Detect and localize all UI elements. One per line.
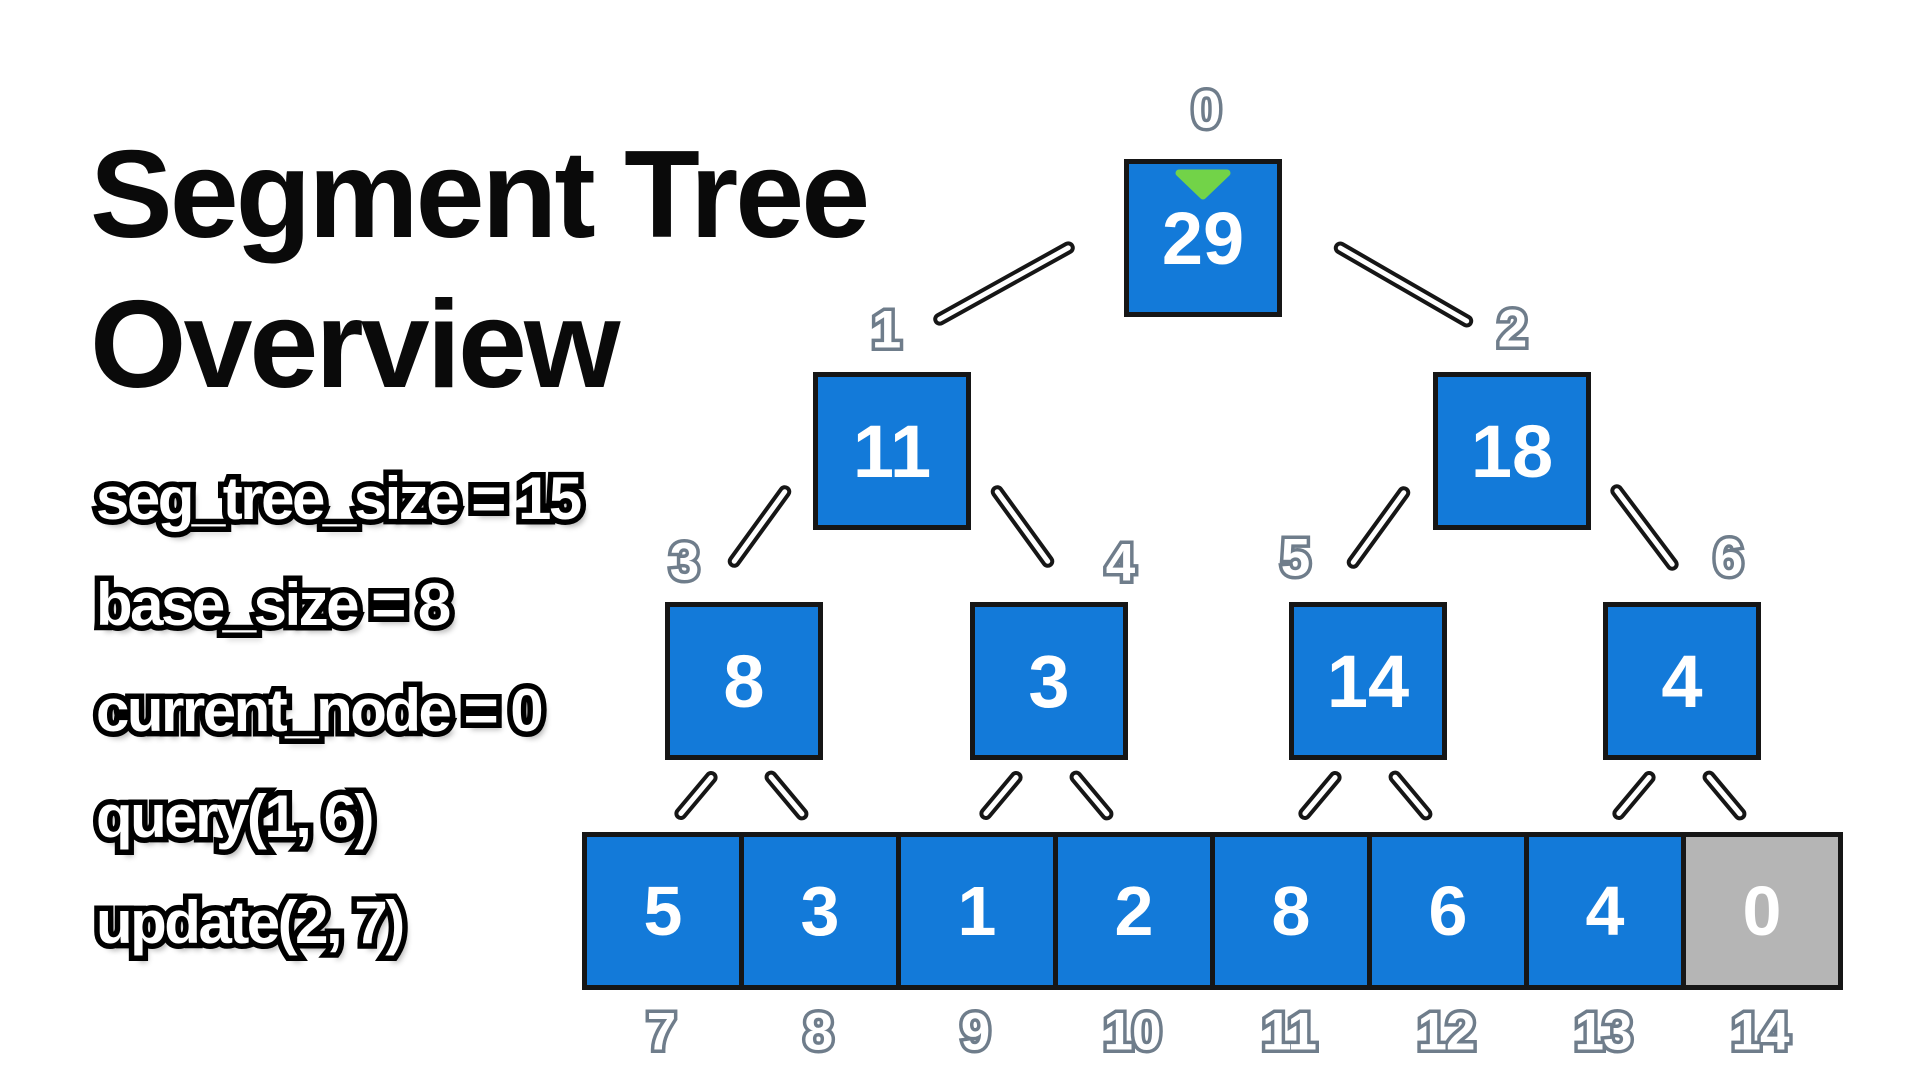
tree-edge-node3-right <box>761 767 812 824</box>
tree-node-value: 4 <box>1661 639 1703 723</box>
leaf-cell-13: 4 <box>1524 832 1686 990</box>
leaf-cell-11: 8 <box>1210 832 1372 990</box>
leaf-index-label-12: 12 <box>1418 1006 1476 1059</box>
tree-edge-root-right <box>1331 239 1476 330</box>
tree-edge-node5-left <box>1295 768 1345 823</box>
leaf-value: 0 <box>1742 872 1782 950</box>
leaf-array: 5 3 1 2 8 6 4 0 <box>582 832 1843 990</box>
tree-node-0: 29 <box>1124 159 1282 317</box>
tree-edge-node6-left <box>1609 768 1659 823</box>
tree-edge-node4-right <box>1066 767 1117 824</box>
node-index-label-5: 5 <box>1281 532 1311 585</box>
leaf-index-label-11: 11 <box>1262 1006 1317 1059</box>
tree-edge-node5-right <box>1385 767 1436 824</box>
leaf-value: 5 <box>643 872 683 950</box>
tree-node-3: 8 <box>665 602 823 760</box>
tree-node-5: 14 <box>1289 602 1447 760</box>
node-index-label-3: 3 <box>670 536 700 589</box>
title-line-2: Overview <box>90 276 620 414</box>
tree-edge-node3-left <box>671 768 721 823</box>
node-index-label-6: 6 <box>1714 532 1744 585</box>
tree-node-value: 3 <box>1028 639 1070 723</box>
leaf-index-label-13: 13 <box>1575 1006 1633 1059</box>
current-node-marker-icon <box>1174 169 1232 200</box>
tree-node-value: 29 <box>1161 196 1245 280</box>
leaf-value: 4 <box>1585 872 1625 950</box>
tree-node-value: 11 <box>852 409 932 493</box>
node-index-label-0: 0 <box>1192 84 1222 137</box>
stat-update: update(2, 7) <box>96 893 405 954</box>
tree-node-2: 18 <box>1433 372 1591 530</box>
tree-node-1: 11 <box>813 372 971 530</box>
leaf-index-label-9: 9 <box>961 1006 991 1059</box>
leaf-index-label-14: 14 <box>1732 1006 1790 1059</box>
tree-edge-node1-right <box>988 482 1057 571</box>
leaf-value: 1 <box>957 872 997 950</box>
tree-node-value: 14 <box>1326 639 1410 723</box>
leaf-value: 8 <box>1271 872 1311 950</box>
tree-node-value: 18 <box>1470 409 1554 493</box>
node-index-label-2: 2 <box>1498 303 1528 356</box>
tree-edge-node4-left <box>976 768 1026 823</box>
tree-node-4: 3 <box>970 602 1128 760</box>
page-title: Segment Tree Overview <box>90 120 870 420</box>
stat-seg-tree-size: seg_tree_size = 15 <box>96 469 582 530</box>
leaf-index-label-10: 10 <box>1104 1006 1162 1059</box>
node-index-label-1: 1 <box>872 304 902 357</box>
leaf-cell-8: 3 <box>739 832 901 990</box>
leaf-cell-10: 2 <box>1053 832 1215 990</box>
tree-edge-node2-right <box>1607 481 1682 574</box>
tree-edge-root-left <box>930 239 1078 328</box>
leaf-index-label-7: 7 <box>647 1006 677 1059</box>
stat-query: query(1, 6) <box>96 787 374 848</box>
leaf-cell-9: 1 <box>896 832 1058 990</box>
stat-base-size: base_size = 8 <box>96 575 451 636</box>
tree-edge-node1-left <box>725 482 794 571</box>
tree-edge-node2-left <box>1344 483 1413 572</box>
leaf-value: 3 <box>800 872 840 950</box>
stat-current-node: current_node = 0 <box>96 681 544 742</box>
leaf-cell-12: 6 <box>1367 832 1529 990</box>
leaf-value: 6 <box>1428 872 1468 950</box>
tree-node-6: 4 <box>1603 602 1761 760</box>
leaf-cell-7: 5 <box>582 832 744 990</box>
tree-node-value: 8 <box>723 639 765 723</box>
title-line-1: Segment Tree <box>90 126 870 264</box>
leaf-value: 2 <box>1114 872 1154 950</box>
tree-edge-node6-right <box>1699 767 1750 824</box>
node-index-label-4: 4 <box>1106 537 1136 590</box>
leaf-index-label-8: 8 <box>804 1006 834 1059</box>
leaf-cell-14-inactive: 0 <box>1681 832 1843 990</box>
